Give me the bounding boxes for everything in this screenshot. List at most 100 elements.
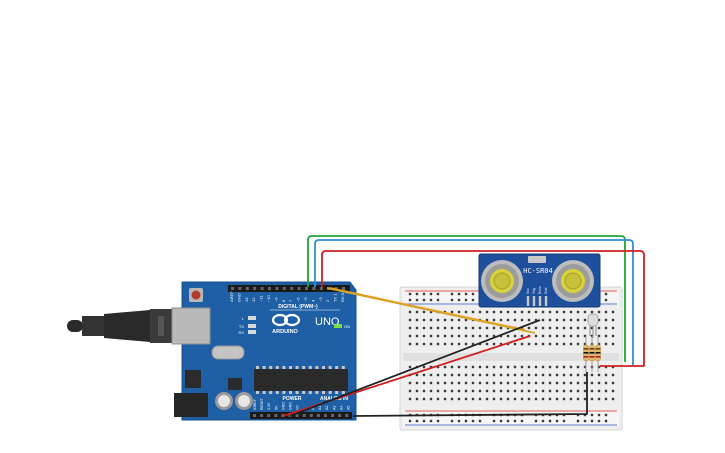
breadboard-hole[interactable] xyxy=(611,310,615,314)
breadboard-hole[interactable] xyxy=(576,342,580,346)
breadboard-hole[interactable] xyxy=(541,373,545,377)
breadboard-hole[interactable] xyxy=(506,310,510,314)
breadboard-hole[interactable] xyxy=(548,310,552,314)
breadboard-hole[interactable] xyxy=(583,373,587,377)
rail-hole[interactable] xyxy=(471,419,475,423)
breadboard-hole[interactable] xyxy=(604,381,608,385)
breadboard-hole[interactable] xyxy=(485,342,489,346)
breadboard-hole[interactable] xyxy=(478,381,482,385)
breadboard-hole[interactable] xyxy=(499,334,503,338)
header-hole[interactable] xyxy=(345,414,349,417)
breadboard-hole[interactable] xyxy=(492,389,496,393)
breadboard-hole[interactable] xyxy=(422,373,426,377)
header-hole[interactable] xyxy=(305,287,308,290)
breadboard-hole[interactable] xyxy=(506,389,510,393)
rail-hole[interactable] xyxy=(562,419,566,423)
rail-hole[interactable] xyxy=(541,419,545,423)
breadboard-hole[interactable] xyxy=(555,365,559,369)
breadboard-hole[interactable] xyxy=(408,342,412,346)
breadboard-hole[interactable] xyxy=(597,310,601,314)
rail-hole[interactable] xyxy=(415,292,419,296)
rail-hole[interactable] xyxy=(576,413,580,417)
breadboard-hole[interactable] xyxy=(548,381,552,385)
breadboard-hole[interactable] xyxy=(415,334,419,338)
breadboard-hole[interactable] xyxy=(443,365,447,369)
breadboard-hole[interactable] xyxy=(604,310,608,314)
breadboard-hole[interactable] xyxy=(450,389,454,393)
breadboard-hole[interactable] xyxy=(597,381,601,385)
breadboard-hole[interactable] xyxy=(408,365,412,369)
breadboard-hole[interactable] xyxy=(450,373,454,377)
rail-hole[interactable] xyxy=(436,298,440,302)
breadboard-hole[interactable] xyxy=(471,342,475,346)
resistor[interactable] xyxy=(589,336,595,372)
breadboard-hole[interactable] xyxy=(436,318,440,322)
breadboard-hole[interactable] xyxy=(527,326,531,330)
breadboard-hole[interactable] xyxy=(436,365,440,369)
breadboard-hole[interactable] xyxy=(590,397,594,401)
breadboard-hole[interactable] xyxy=(604,389,608,393)
breadboard-hole[interactable] xyxy=(492,397,496,401)
breadboard-hole[interactable] xyxy=(611,381,615,385)
breadboard-hole[interactable] xyxy=(457,318,461,322)
header-hole[interactable] xyxy=(319,287,323,290)
rail-hole[interactable] xyxy=(604,292,608,296)
breadboard-hole[interactable] xyxy=(569,389,573,393)
rail-hole[interactable] xyxy=(604,413,608,417)
breadboard-hole[interactable] xyxy=(464,397,468,401)
breadboard-hole[interactable] xyxy=(555,310,559,314)
breadboard-hole[interactable] xyxy=(583,310,587,314)
breadboard-hole[interactable] xyxy=(541,310,545,314)
breadboard-hole[interactable] xyxy=(499,326,503,330)
breadboard-hole[interactable] xyxy=(506,334,510,338)
breadboard-hole[interactable] xyxy=(464,381,468,385)
breadboard-hole[interactable] xyxy=(422,365,426,369)
breadboard-hole[interactable] xyxy=(478,310,482,314)
breadboard-hole[interactable] xyxy=(541,318,545,322)
breadboard-hole[interactable] xyxy=(534,342,538,346)
red-wire-top[interactable] xyxy=(321,250,645,367)
breadboard-hole[interactable] xyxy=(478,397,482,401)
rail-hole[interactable] xyxy=(464,292,468,296)
breadboard-hole[interactable] xyxy=(450,310,454,314)
breadboard-hole[interactable] xyxy=(590,326,594,330)
breadboard-hole[interactable] xyxy=(569,310,573,314)
breadboard-hole[interactable] xyxy=(457,373,461,377)
breadboard-hole[interactable] xyxy=(541,342,545,346)
header-hole[interactable] xyxy=(331,414,335,417)
breadboard-hole[interactable] xyxy=(457,365,461,369)
breadboard-hole[interactable] xyxy=(450,334,454,338)
breadboard-hole[interactable] xyxy=(604,342,608,346)
breadboard-hole[interactable] xyxy=(415,373,419,377)
black-wire-gnd[interactable] xyxy=(352,372,588,417)
breadboard-hole[interactable] xyxy=(527,381,531,385)
breadboard-hole[interactable] xyxy=(590,373,594,377)
breadboard-hole[interactable] xyxy=(576,389,580,393)
breadboard-hole[interactable] xyxy=(492,373,496,377)
breadboard-hole[interactable] xyxy=(506,397,510,401)
header-hole[interactable] xyxy=(338,414,342,417)
breadboard-hole[interactable] xyxy=(429,334,433,338)
breadboard-hole[interactable] xyxy=(450,381,454,385)
header-hole[interactable] xyxy=(253,287,257,290)
rail-hole[interactable] xyxy=(590,413,594,417)
header-hole[interactable] xyxy=(245,287,249,290)
breadboard-hole[interactable] xyxy=(499,342,503,346)
breadboard-hole[interactable] xyxy=(562,326,566,330)
breadboard-hole[interactable] xyxy=(429,373,433,377)
breadboard-hole[interactable] xyxy=(485,365,489,369)
breadboard-hole[interactable] xyxy=(478,373,482,377)
breadboard-hole[interactable] xyxy=(485,397,489,401)
breadboard-hole[interactable] xyxy=(520,310,524,314)
breadboard-hole[interactable] xyxy=(520,318,524,322)
breadboard-hole[interactable] xyxy=(485,389,489,393)
rail-hole[interactable] xyxy=(464,298,468,302)
breadboard-hole[interactable] xyxy=(422,389,426,393)
breadboard-hole[interactable] xyxy=(408,389,412,393)
breadboard-hole[interactable] xyxy=(555,326,559,330)
breadboard-hole[interactable] xyxy=(499,397,503,401)
breadboard-hole[interactable] xyxy=(555,397,559,401)
breadboard-hole[interactable] xyxy=(429,310,433,314)
breadboard-hole[interactable] xyxy=(604,318,608,322)
breadboard-hole[interactable] xyxy=(520,342,524,346)
